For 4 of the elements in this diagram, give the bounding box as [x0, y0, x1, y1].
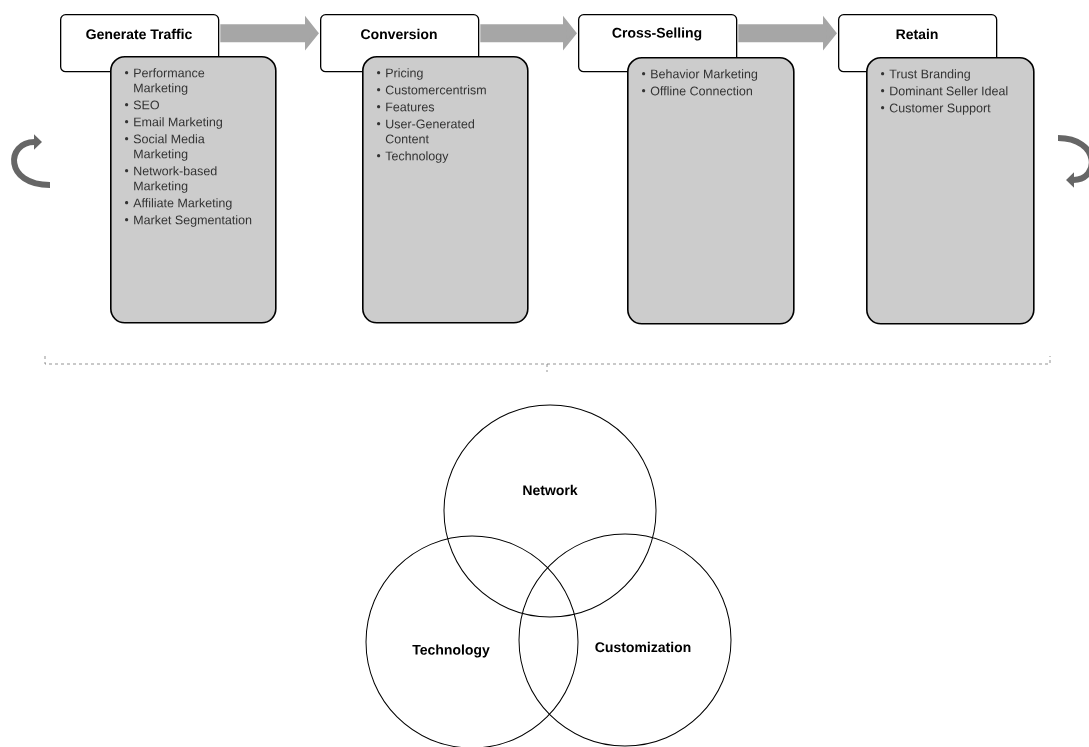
bullet-list-box: Trust Branding Dominant Seller Ideal Customer Support — [866, 57, 1035, 325]
bullet-list-box: Behavior Marketing Offline Connection — [627, 57, 795, 325]
bullet-list-box: Pricing Customercentrism Features User-Generated Content Technology — [362, 56, 529, 324]
bullet-list-box: Performance Marketing SEO Email Marketing Social Media Marketing Network-based Marketing Affiliate Marketing Market Segmentation — [110, 56, 277, 324]
